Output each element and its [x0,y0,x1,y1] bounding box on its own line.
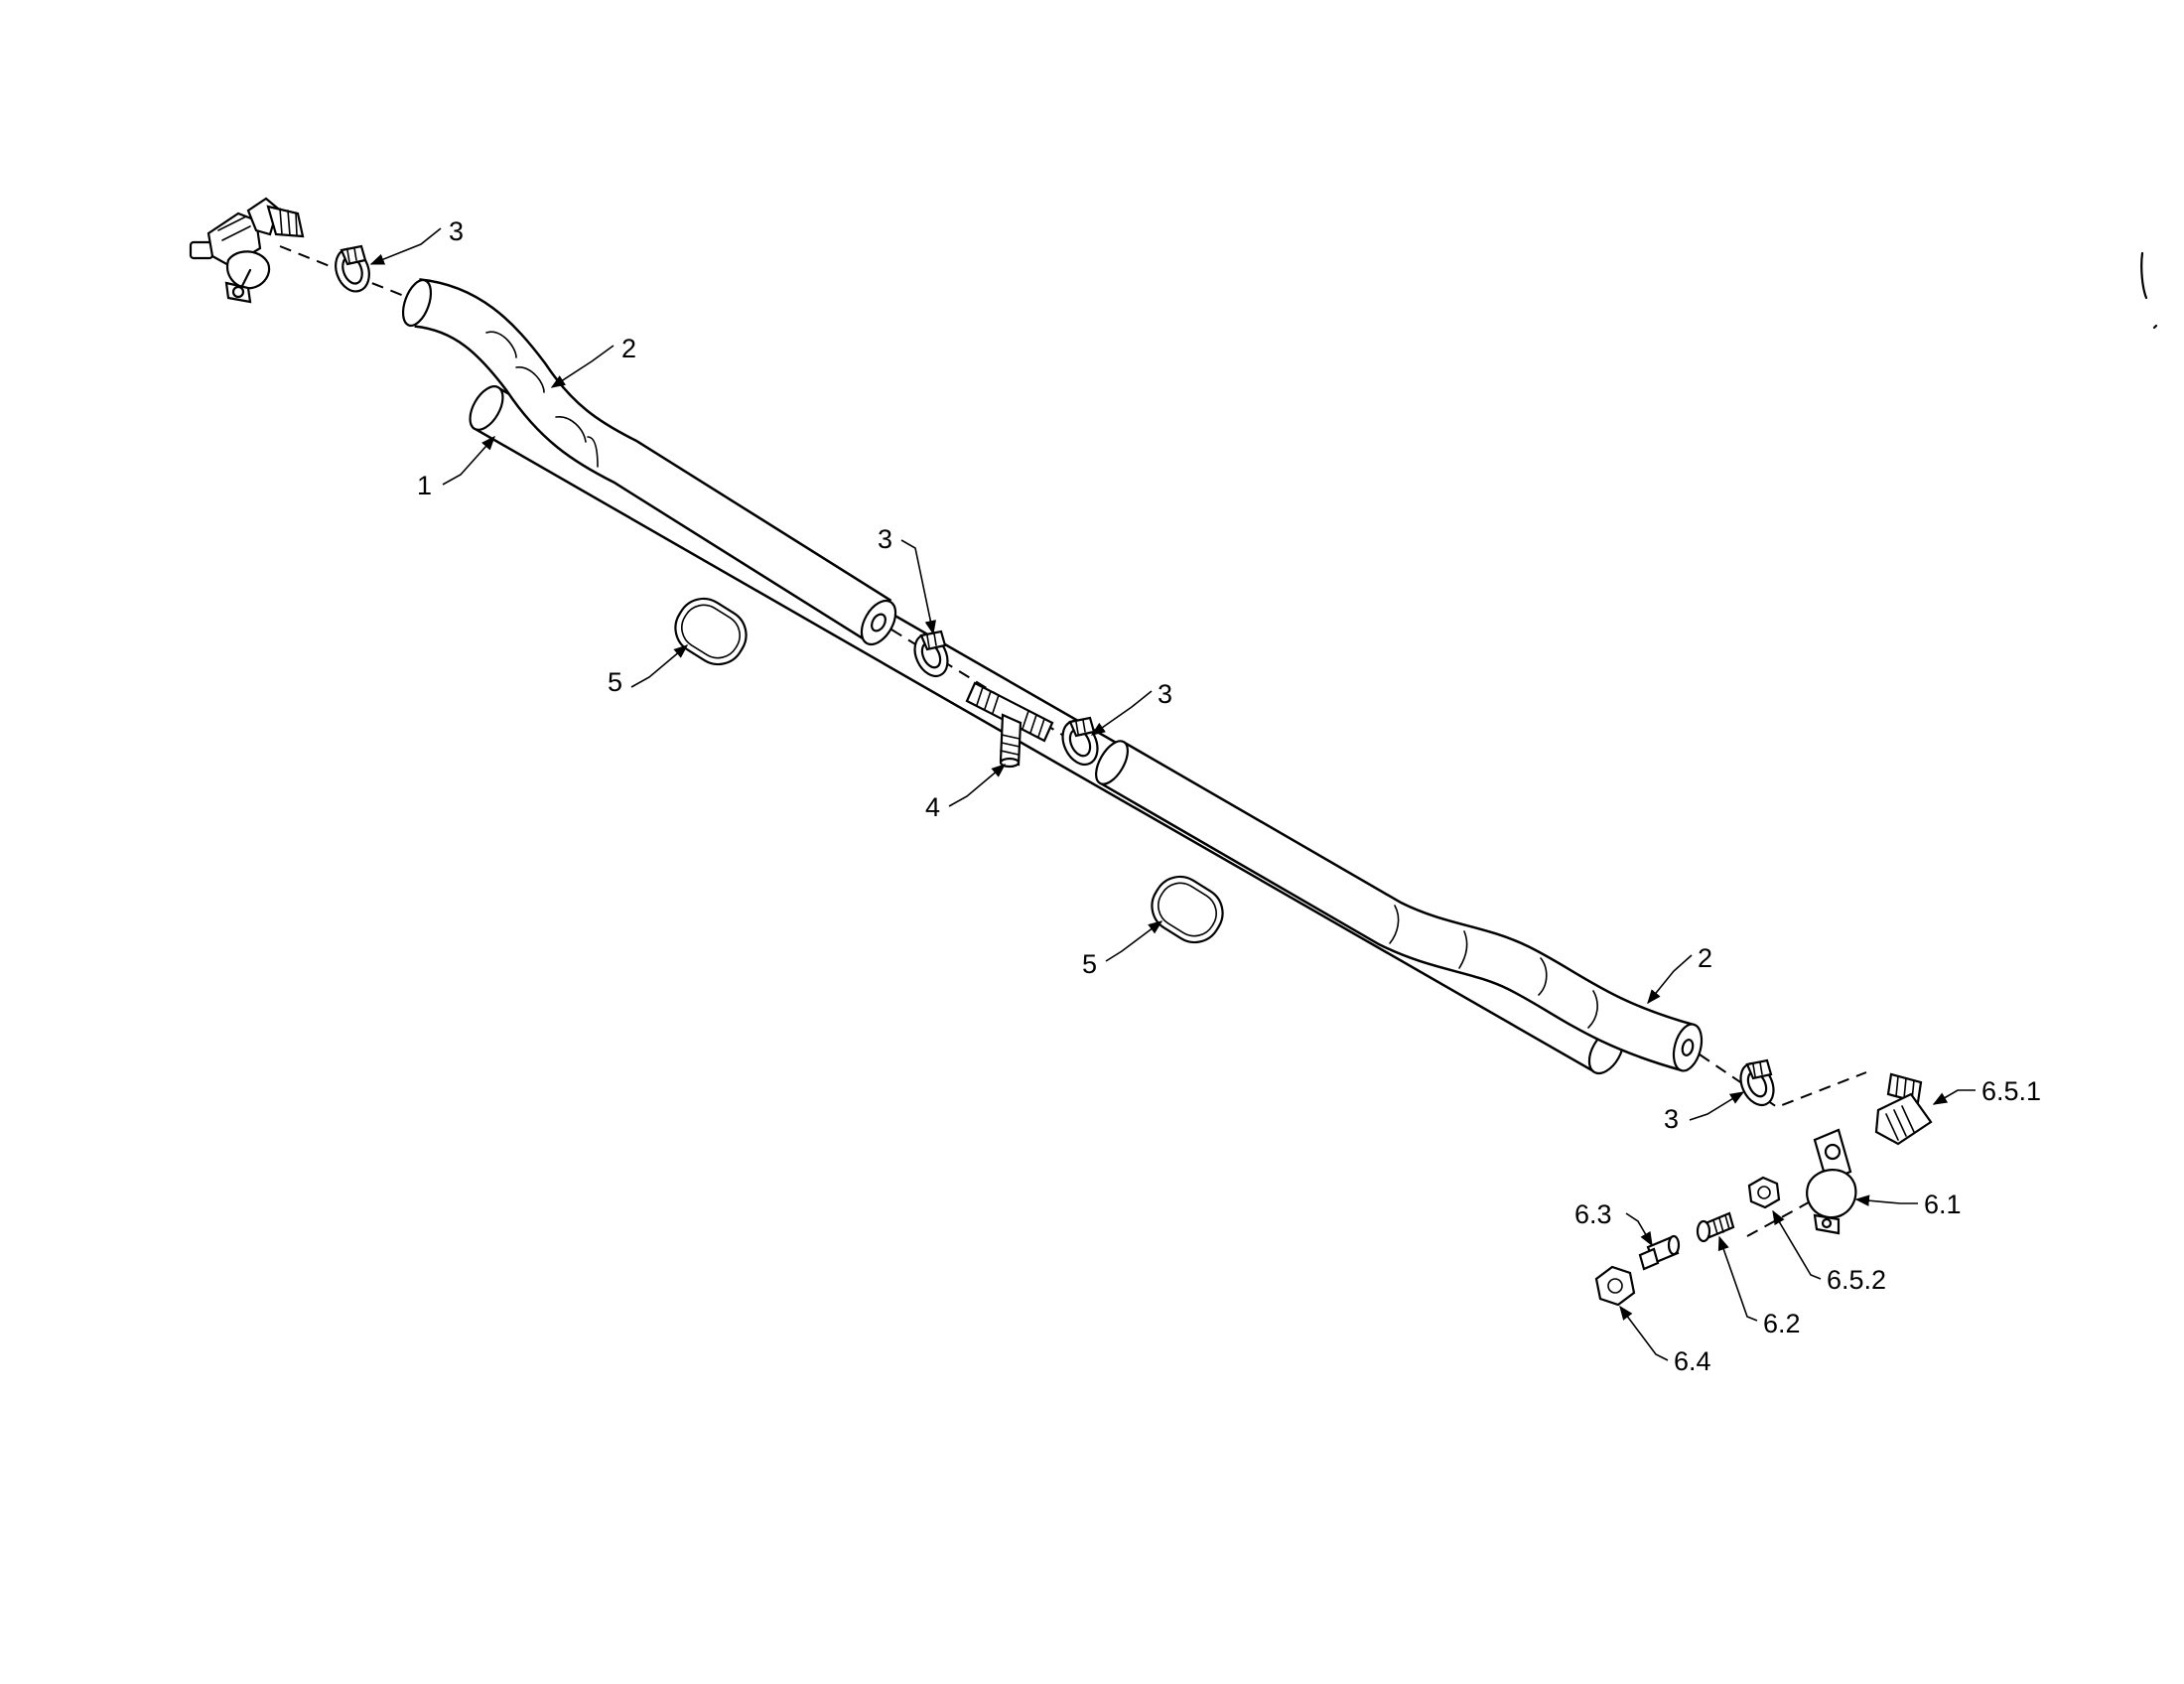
callout-3-mid-right: 3 [1158,679,1172,709]
cap-nut-6-4 [1594,1265,1636,1307]
callout-3-top: 3 [449,216,464,246]
callout-1: 1 [417,471,432,500]
hose-2-lower [1095,740,1704,1072]
callout-5-right: 5 [1082,949,1097,979]
valve-assembly-top-left [189,197,305,304]
callout-2-top: 2 [621,334,636,363]
elbow-fitting-6-5-1 [1874,1072,1933,1146]
callout-2-bottom: 2 [1698,943,1712,973]
callout-6-1: 6.1 [1924,1190,1962,1219]
bracket-clamp-6-1 [1806,1128,1857,1235]
hose-clamp-top [335,244,370,293]
rubber-pad-left [674,597,748,666]
callout-6-5-1: 6.5.1 [1981,1076,2041,1106]
callout-3-mid-left: 3 [878,524,892,554]
edge-mark [2140,251,2148,300]
hose-clamp-bottom [1739,1058,1775,1107]
screw-6-2 [1696,1211,1735,1243]
fitting-6-3 [1638,1234,1681,1271]
hose-2-upper [401,278,897,646]
hose-clamp-mid-right [1061,716,1099,767]
callout-3-bottom: 3 [1664,1104,1679,1134]
rubber-pad-right [1151,875,1224,944]
callout-6-3: 6.3 [1574,1199,1612,1229]
callout-6-2: 6.2 [1763,1309,1801,1338]
hex-nut-6-5-2 [1747,1176,1781,1209]
tee-fitting [965,681,1054,769]
callout-4: 4 [925,792,940,822]
callouts: 3 2 1 3 5 3 4 5 2 3 6.5.1 6.1 6.3 6.5.2 … [369,216,2041,1376]
edge-tick [2152,324,2158,330]
callout-5-left: 5 [608,667,622,697]
callout-6-4: 6.4 [1674,1346,1711,1376]
callout-6-5-2: 6.5.2 [1827,1265,1886,1295]
